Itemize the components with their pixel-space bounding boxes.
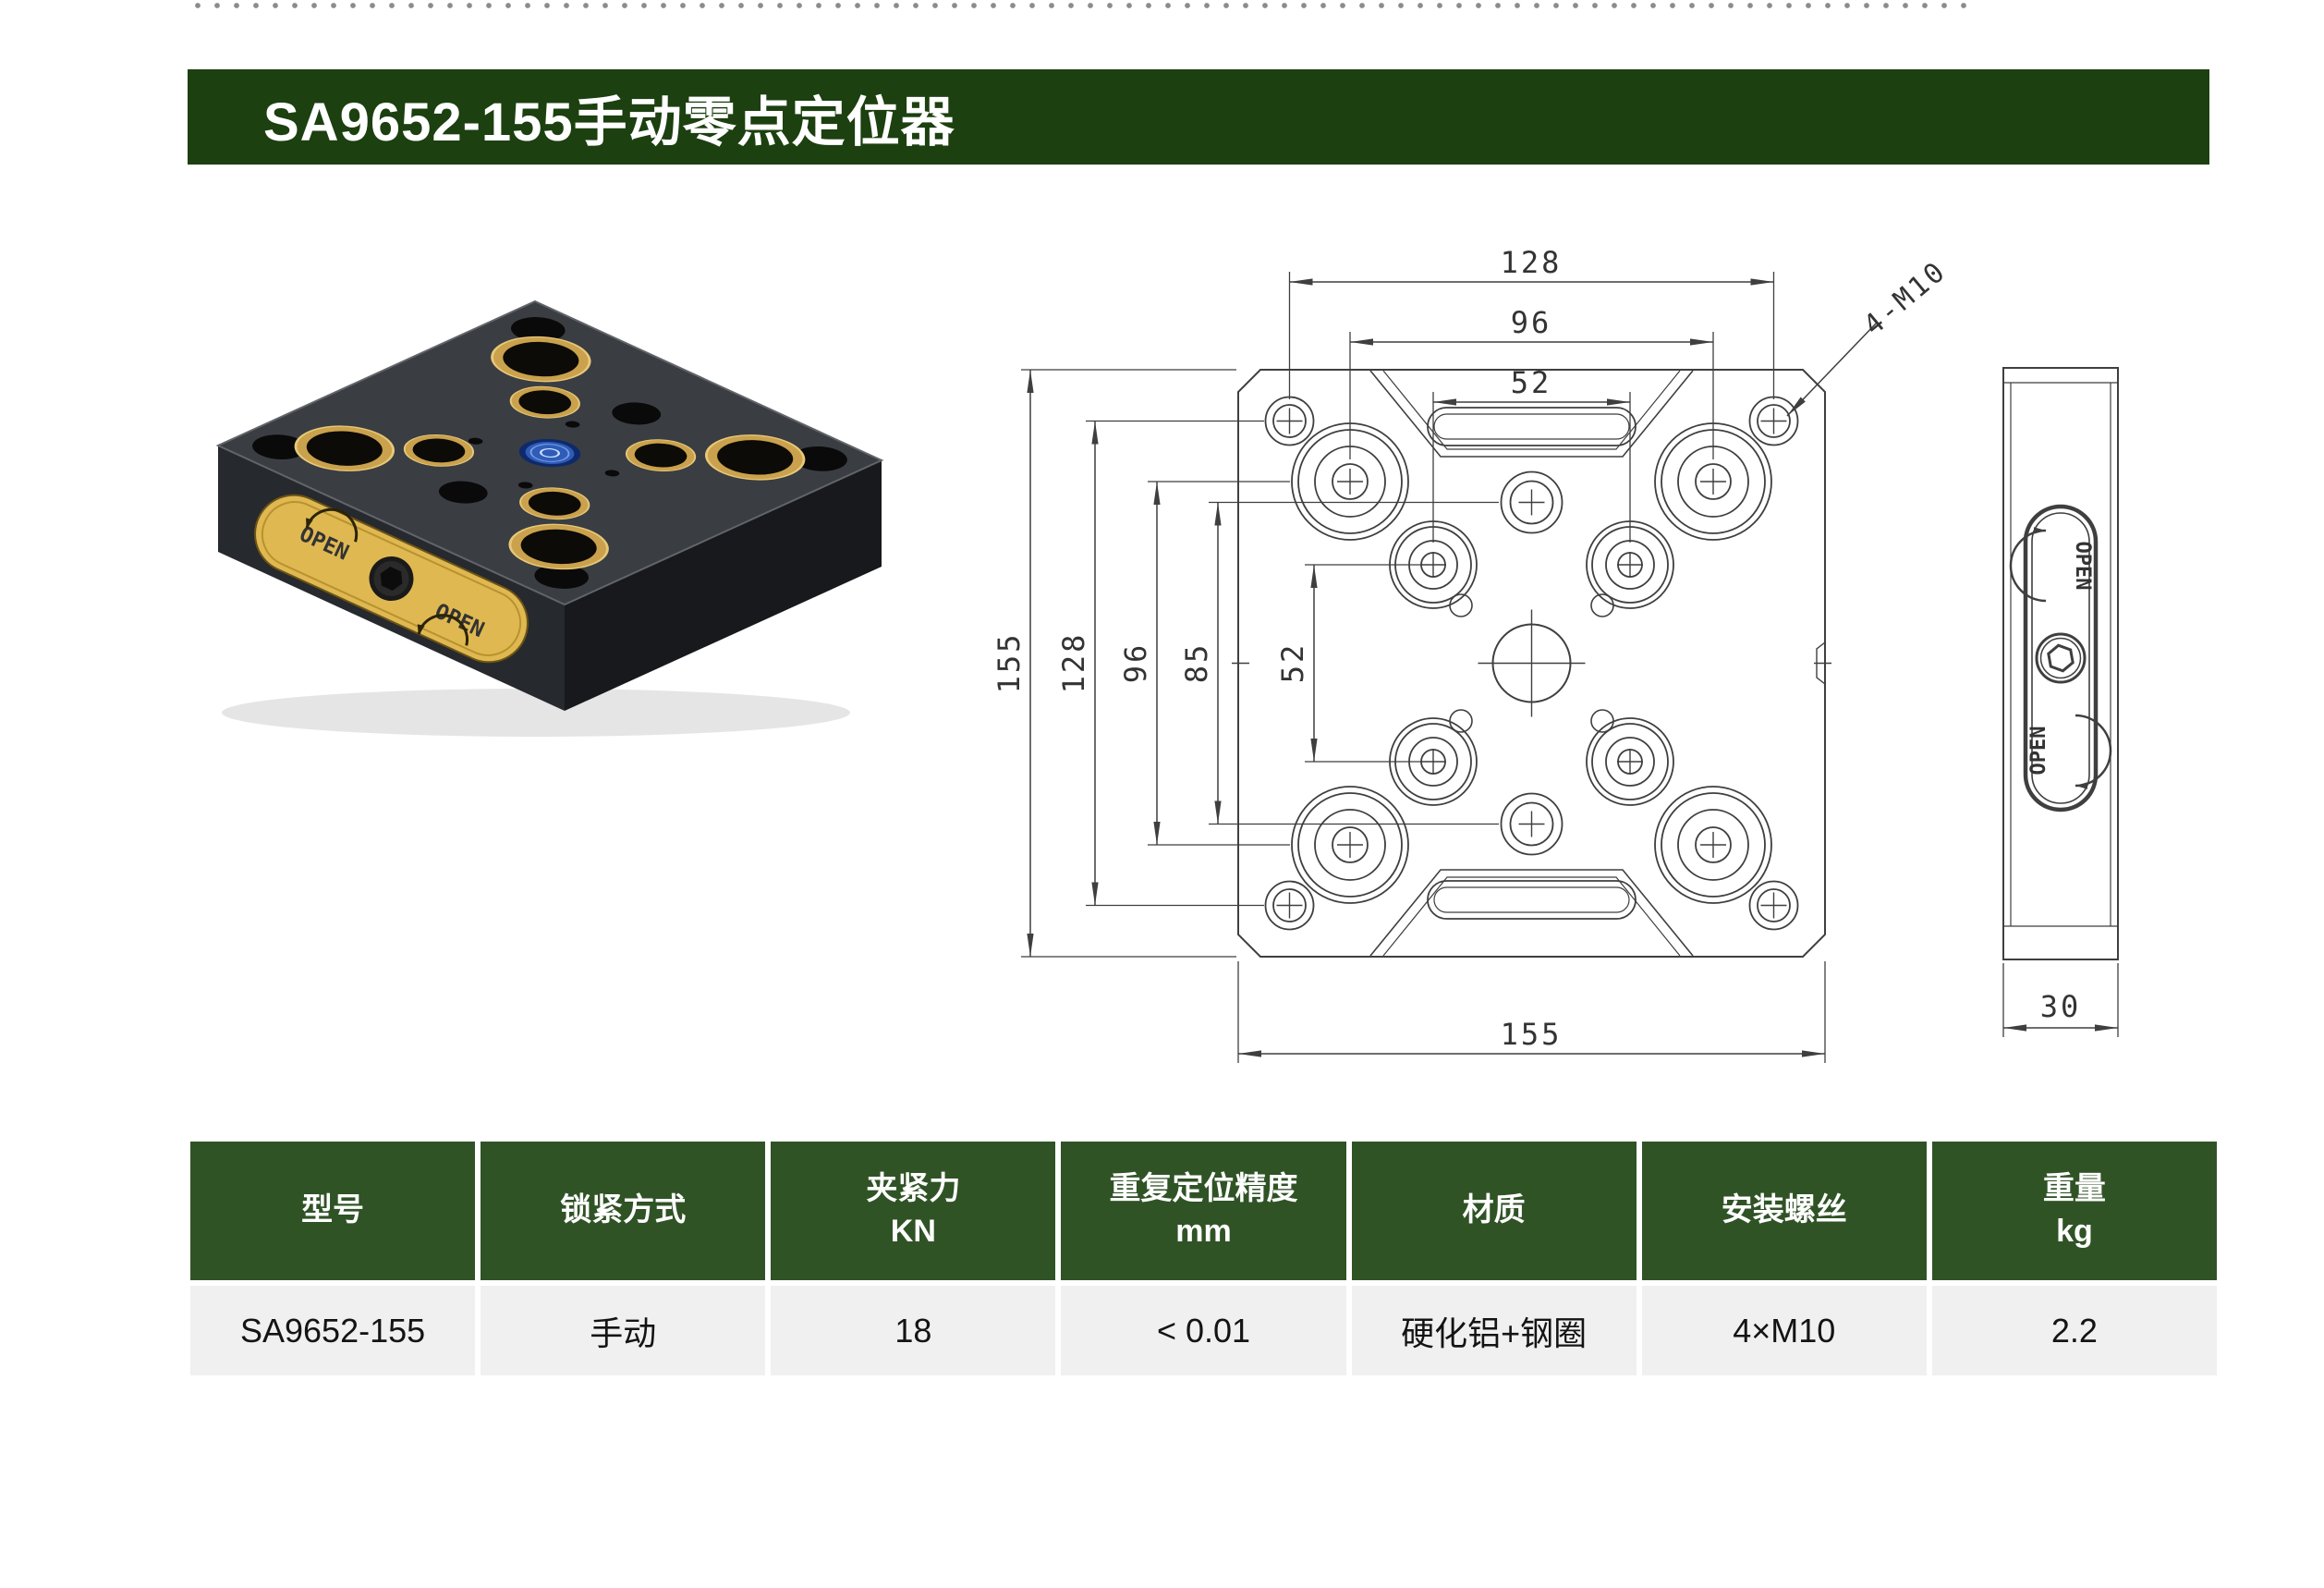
- photo-shadow: [222, 689, 850, 737]
- open-arrow-ccw: [305, 507, 359, 543]
- side-view: [2002, 367, 2119, 960]
- spec-table: 型号 锁紧方式 夹紧力 KN 重复定位精度 mm 材质 安装螺丝 重量 kg S…: [190, 1142, 2217, 1375]
- side-hex-socket: [2047, 643, 2075, 673]
- dotted-border: [194, 1, 1973, 10]
- cell-clamping-force: 18: [771, 1286, 1056, 1375]
- cell-repeatability: < 0.01: [1061, 1286, 1346, 1375]
- col-header-material: 材质: [1351, 1142, 1637, 1280]
- plate-right-face: [565, 460, 882, 711]
- col-header-mounting-screws: 安装螺丝: [1641, 1142, 1927, 1280]
- product-photo: OPEN OPEN: [129, 199, 970, 744]
- cell-material: 硬化铝+钢圈: [1351, 1286, 1637, 1375]
- dimension-drawing: 128 96 52 155 128 96 85 52 155 4-M10 30: [992, 245, 2119, 1063]
- title-bar: SA9652-155手动零点定位器: [188, 69, 2209, 165]
- front-view: [1232, 369, 1831, 958]
- page-title: SA9652-155手动零点定位器: [263, 92, 955, 153]
- col-header-repeatability: 重复定位精度 mm: [1061, 1142, 1346, 1280]
- dim-top-96: 96: [1511, 305, 1552, 340]
- dim-left-155: 155: [992, 632, 1027, 694]
- dimension-lines: [1027, 278, 2118, 1057]
- col-header-model: 型号: [190, 1142, 476, 1280]
- hex-socket: [380, 567, 403, 591]
- open-label-plate: OPEN OPEN: [254, 494, 529, 664]
- product-photo-illustration: OPEN OPEN: [215, 299, 884, 737]
- dim-top-128: 128: [1501, 245, 1563, 280]
- dim-top-52: 52: [1511, 365, 1552, 400]
- dim-bottom-155: 155: [1501, 1017, 1563, 1052]
- col-header-locking-method: 锁紧方式: [481, 1142, 766, 1280]
- extension-lines: [1021, 272, 2119, 1063]
- brass-bushing-medium: [403, 385, 697, 520]
- dimension-texts: 128 96 52 155 128 96 85 52 155 4-M10 30: [992, 245, 2082, 1052]
- cell-weight: 2.2: [1931, 1286, 2217, 1375]
- col-header-clamping-force: 夹紧力 KN: [771, 1142, 1056, 1280]
- plate-top-features: [252, 317, 847, 589]
- side-open-text-top: OPEN: [2071, 542, 2094, 591]
- brass-bushing-large: [294, 336, 806, 570]
- thread-callout: 4-M10: [1857, 254, 1953, 342]
- side-open-text-bottom: OPEN: [2027, 727, 2050, 776]
- thread-callout-leader: [1786, 323, 1877, 417]
- technical-drawing: 128 96 52 155 128 96 85 52 155 4-M10 30: [979, 222, 2273, 1109]
- cell-locking-method: 手动: [481, 1286, 766, 1375]
- dim-left-96: 96: [1118, 642, 1153, 684]
- side-open-arrow-bottom: [2075, 714, 2112, 789]
- open-arrow-cw: [417, 614, 468, 646]
- cell-model: SA9652-155: [190, 1286, 476, 1375]
- dim-left-128: 128: [1056, 632, 1091, 694]
- side-open-arrow-top: [2009, 527, 2047, 603]
- dim-left-85: 85: [1179, 642, 1214, 684]
- dim-inner-52: 52: [1275, 642, 1310, 684]
- brand-badge: [518, 438, 581, 468]
- dim-side-30: 30: [2040, 989, 2082, 1024]
- cell-mounting-screws: 4×M10: [1641, 1286, 1927, 1375]
- col-header-weight: 重量 kg: [1931, 1142, 2217, 1280]
